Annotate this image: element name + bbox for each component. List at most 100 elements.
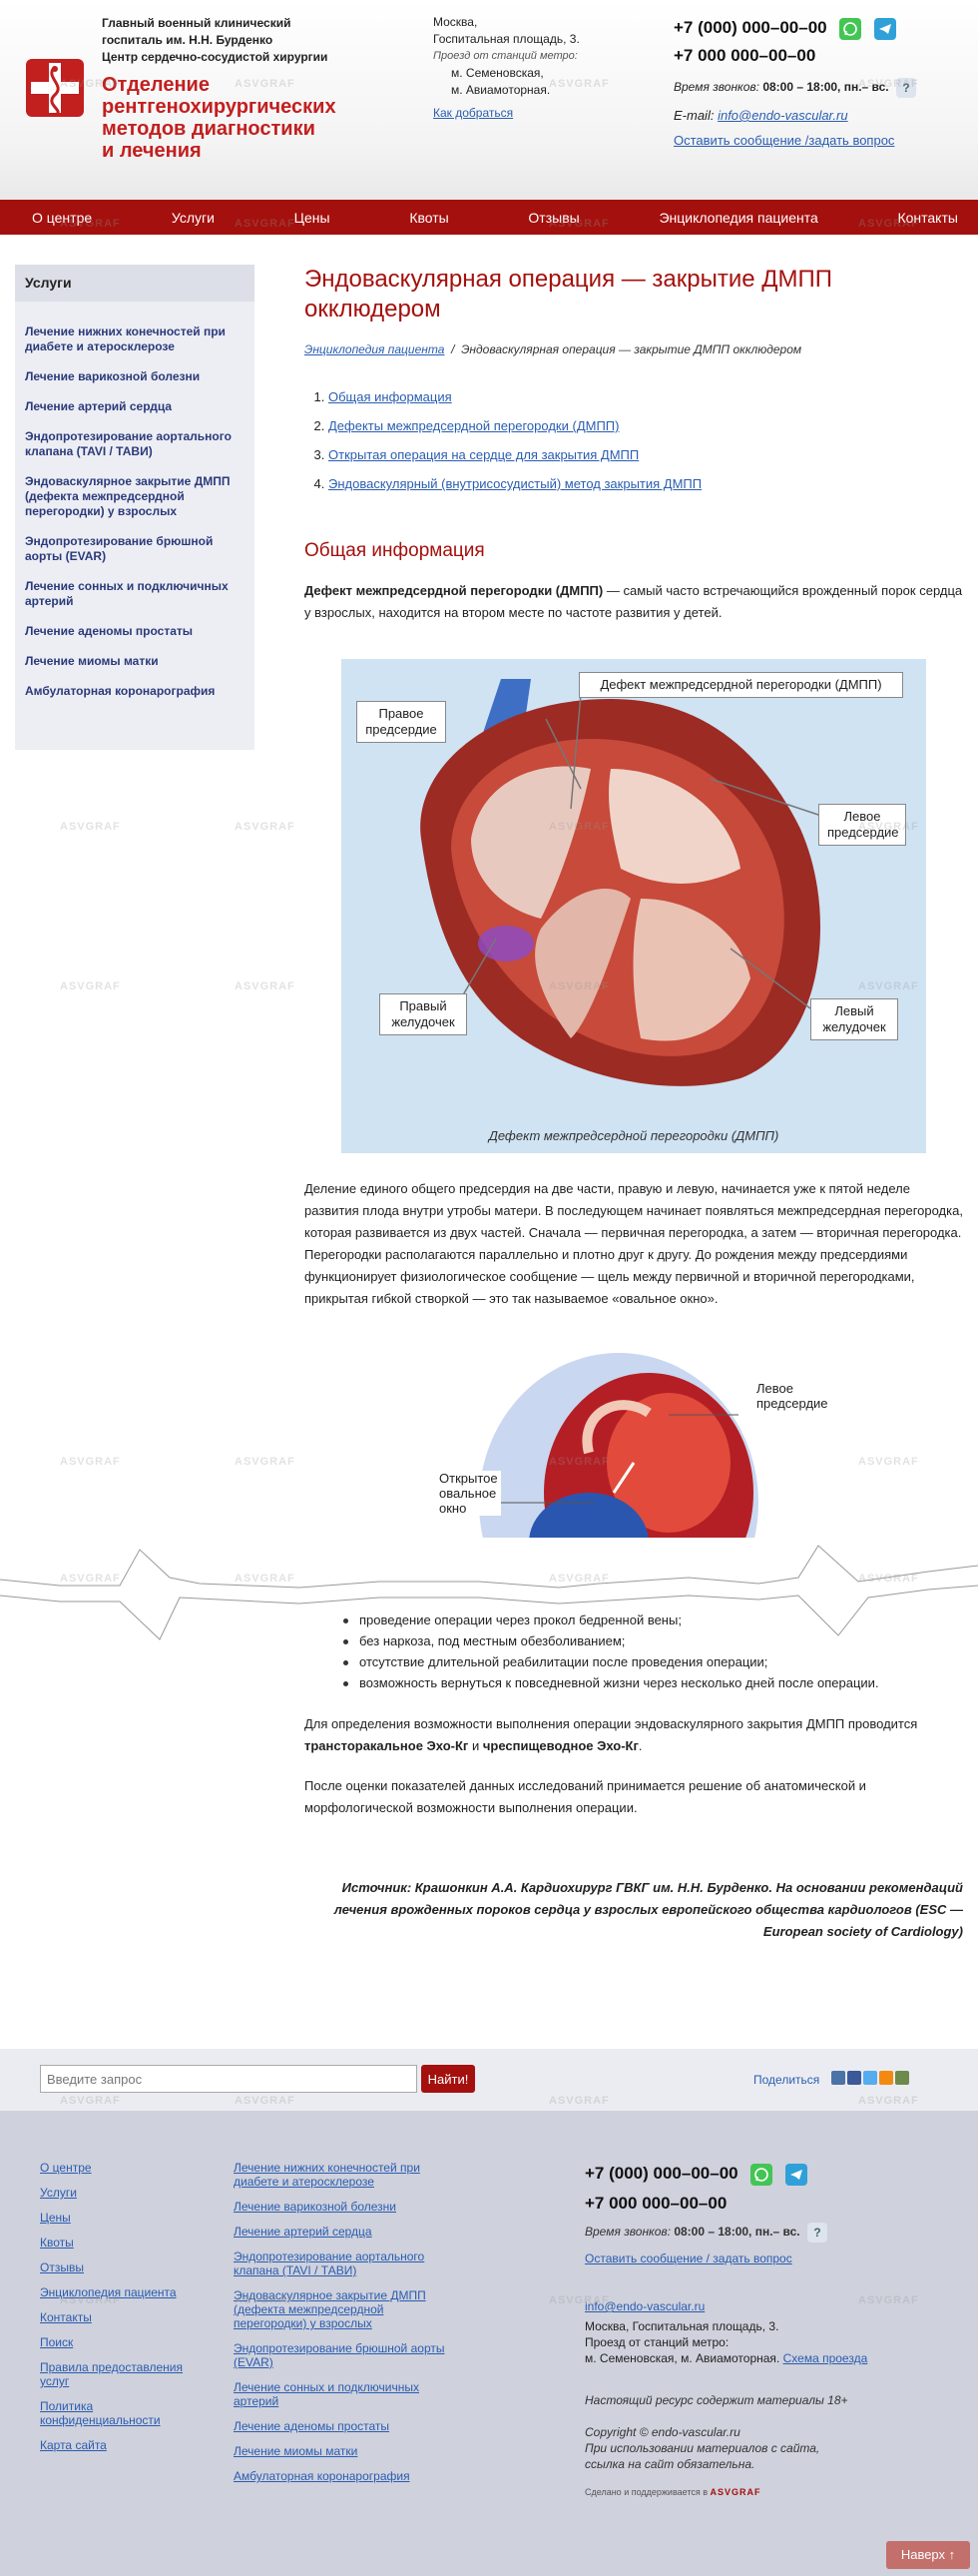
call-hours: Время звонков: 08:00 – 18:00, пн.– вс. ?: [674, 78, 973, 98]
dept-line: рентгенохирургических: [102, 96, 336, 118]
footer-service-link[interactable]: Лечение миомы матки: [234, 2444, 358, 2458]
label-left-atrium-2: Левое предсердие: [756, 1381, 836, 1411]
footer-phone-row: +7 (000) 000–00–00: [585, 2159, 934, 2189]
whatsapp-icon[interactable]: [750, 2163, 773, 2186]
twitter-icon[interactable]: [863, 2071, 877, 2085]
department-title[interactable]: Отделение рентгенохирургических методов …: [102, 74, 361, 162]
nav-item-services[interactable]: Услуги: [171, 209, 215, 226]
footer-link[interactable]: Карта сайта: [40, 2438, 107, 2452]
footer-service-link[interactable]: Эндопротезирование аортального клапана (…: [234, 2250, 425, 2277]
help-icon[interactable]: ?: [896, 78, 916, 98]
footer-link[interactable]: Отзывы: [40, 2260, 84, 2274]
watermark: ASVGRAF: [549, 2294, 610, 2306]
footer-phone[interactable]: +7 (000) 000–00–00: [585, 2164, 738, 2183]
footer-service-link[interactable]: Эндопротезирование брюшной аорты (EVAR): [234, 2341, 445, 2369]
dept-line: и лечения: [102, 140, 202, 162]
developer-logo[interactable]: ASVGRAF: [710, 2487, 761, 2497]
watermark: ASVGRAF: [549, 218, 610, 230]
phone-number[interactable]: +7 (000) 000–00–00: [674, 18, 827, 37]
sidebar-item-prostate[interactable]: Лечение аденомы простаты: [25, 624, 194, 638]
watermark: ASVGRAF: [858, 1456, 919, 1468]
label-right-atrium: Правое предсердие: [356, 701, 446, 743]
toc-link[interactable]: Общая информация: [328, 389, 452, 404]
directions-link[interactable]: Как добраться: [433, 106, 514, 120]
echo-term: чреспищеводное Эхо-Кг: [482, 1738, 639, 1753]
email-link[interactable]: info@endo-vascular.ru: [718, 108, 848, 123]
facebook-icon[interactable]: [847, 2071, 861, 2085]
toc-link[interactable]: Открытая операция на сердце для закрытия…: [328, 447, 640, 462]
sidebar-item-varicose[interactable]: Лечение варикозной болезни: [25, 369, 201, 383]
development-paragraph: Деление единого общего предсердия на две…: [304, 1181, 963, 1306]
footer-link[interactable]: О центре: [40, 2161, 92, 2175]
footer-link[interactable]: Политика конфиденциальности: [40, 2399, 161, 2427]
footer-service-link[interactable]: Амбулаторная коронарография: [234, 2469, 410, 2483]
hospital-emblem-icon[interactable]: [22, 55, 88, 121]
decision-paragraph: После оценки показателей данных исследов…: [304, 1778, 866, 1815]
toc-link[interactable]: Дефекты межпредсердной перегородки (ДМПП…: [328, 418, 620, 433]
footer-phone-2[interactable]: +7 000 000–00–00: [585, 2194, 728, 2213]
breadcrumb-root[interactable]: Энциклопедия пациента: [304, 342, 445, 356]
footer-link[interactable]: Услуги: [40, 2186, 77, 2200]
route-map-link[interactable]: Схема проезда: [782, 2351, 868, 2365]
footer-link[interactable]: Поиск: [40, 2335, 74, 2349]
footer-link[interactable]: Квоты: [40, 2236, 74, 2250]
search-input[interactable]: [40, 2065, 417, 2093]
sidebar-item-asd[interactable]: Эндоваскулярное закрытие ДМПП (дефекта м…: [25, 474, 231, 518]
watermark: ASVGRAF: [549, 1456, 610, 1468]
toc-item: Дефекты межпредсердной перегородки (ДМПП…: [328, 411, 963, 440]
footer-service-link[interactable]: Лечение сонных и подключичных артерий: [234, 2380, 419, 2408]
sidebar-item-legs[interactable]: Лечение нижних конечностей при диабете и…: [25, 324, 226, 353]
ask-question-link[interactable]: Оставить сообщение /задать вопрос: [674, 133, 895, 148]
footer-service-link[interactable]: Лечение артерий сердца: [234, 2225, 372, 2239]
nav-item-about[interactable]: О центре: [32, 209, 93, 226]
oval-window-figure: Левое предсердие Открытое овальное окно: [419, 1353, 838, 1553]
footer-services: Лечение нижних конечностей при диабете и…: [234, 2161, 453, 2494]
odnoklassniki-icon[interactable]: [879, 2071, 893, 2085]
sidebar-title: Услуги: [15, 265, 254, 302]
footer-service-link[interactable]: Лечение варикозной болезни: [234, 2200, 396, 2214]
footer-link[interactable]: Цены: [40, 2211, 71, 2225]
telegram-icon[interactable]: [785, 2163, 808, 2186]
whatsapp-icon[interactable]: [839, 17, 862, 40]
moimir-icon[interactable]: [895, 2071, 909, 2085]
sidebar-item-carotid[interactable]: Лечение сонных и подключичных артерий: [25, 579, 229, 608]
intro-term: Дефект межпредсердной перегородки (ДМПП): [304, 583, 604, 598]
watermark: ASVGRAF: [235, 2095, 295, 2107]
email-label: E-mail:: [674, 108, 715, 123]
article: Эндоваскулярная операция — закрытие ДМПП…: [304, 265, 963, 1306]
label-left-ventricle: Левый желудочек: [810, 998, 898, 1040]
telegram-icon[interactable]: [874, 17, 897, 40]
sidebar-item-myoma[interactable]: Лечение миомы матки: [25, 654, 159, 668]
nav-item-reviews[interactable]: Отзывы: [528, 209, 580, 226]
footer-ask-link[interactable]: Оставить сообщение / задать вопрос: [585, 2252, 792, 2265]
back-to-top-button[interactable]: Наверх ↑: [886, 2541, 970, 2569]
watermark: ASVGRAF: [60, 980, 121, 992]
phone-number-2[interactable]: +7 000 000–00–00: [674, 46, 816, 65]
nav-item-contacts[interactable]: Контакты: [897, 209, 958, 226]
footer-service-link[interactable]: Лечение нижних конечностей при диабете и…: [234, 2161, 420, 2189]
footer-service-link[interactable]: Эндоваскулярное закрытие ДМПП (дефекта м…: [234, 2288, 426, 2330]
footer-link[interactable]: Энциклопедия пациента: [40, 2285, 177, 2299]
nav-item-quotas[interactable]: Квоты: [409, 209, 449, 226]
footer-contacts: +7 (000) 000–00–00 +7 000 000–00–00 Врем…: [585, 2159, 934, 2500]
echo-text: .: [638, 1738, 643, 1753]
sidebar-item-heart-arteries[interactable]: Лечение артерий сердца: [25, 399, 173, 413]
nav-item-prices[interactable]: Цены: [293, 209, 330, 226]
search-button[interactable]: Найти!: [421, 2065, 475, 2093]
nav-item-encyclopedia[interactable]: Энциклопедия пациента: [659, 209, 818, 226]
vk-icon[interactable]: [831, 2071, 845, 2085]
header-contacts: +7 (000) 000–00–00 +7 000 000–00–00 Врем…: [674, 14, 973, 148]
sidebar-item-tavi[interactable]: Эндопротезирование аортального клапана (…: [25, 429, 232, 458]
list-item: отсутствие длительной реабилитации после…: [339, 1651, 958, 1672]
sidebar-item-coronarography[interactable]: Амбулаторная коронарография: [25, 684, 216, 698]
share-label: Поделиться: [753, 2073, 820, 2087]
toc-link[interactable]: Эндоваскулярный (внутрисосудистый) метод…: [328, 476, 703, 491]
help-icon[interactable]: ?: [807, 2223, 827, 2243]
developer-credit: Сделано и поддерживается в ASVGRAF: [585, 2484, 934, 2500]
footer-link[interactable]: Правила предоставления услуг: [40, 2360, 183, 2388]
sidebar-item-evar[interactable]: Эндопротезирование брюшной аорты (EVAR): [25, 534, 214, 563]
footer-email-link[interactable]: info@endo-vascular.ru: [585, 2299, 706, 2313]
footer-service-link[interactable]: Лечение аденомы простаты: [234, 2419, 390, 2433]
footer-link[interactable]: Контакты: [40, 2310, 92, 2324]
street: Госпитальная площадь, 3.: [433, 32, 580, 46]
